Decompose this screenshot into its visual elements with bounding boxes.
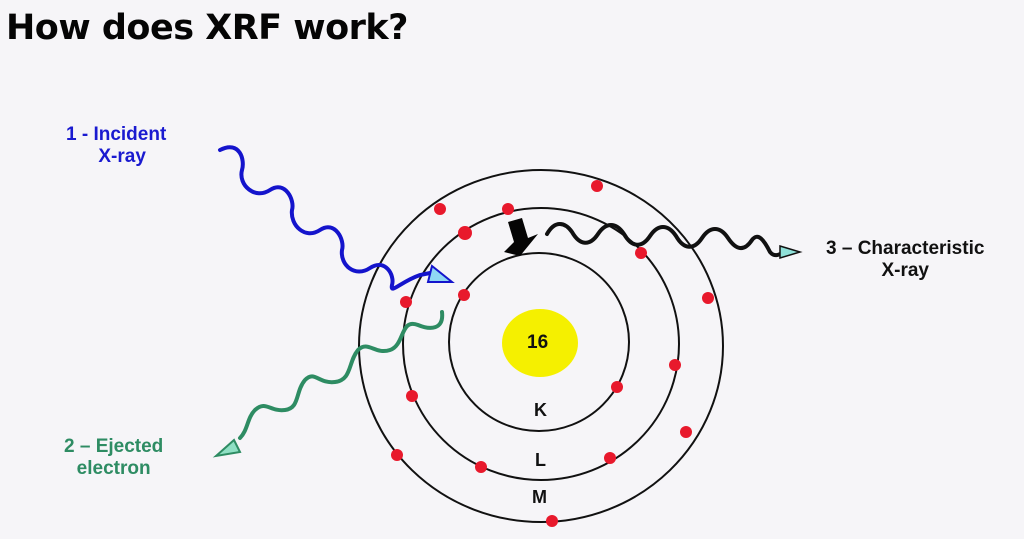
k-shell [448,252,630,432]
shell-label-m: M [532,487,547,507]
down-arrow-icon [504,218,538,256]
nucleus [502,309,578,377]
characteristic-xray-wave [545,222,786,258]
ejected-label-line1: 2 – Ejected [64,436,164,457]
characteristic-label-line2: X-ray [881,260,929,281]
ejected-electron-label: 2 – Ejected electron [64,436,163,480]
nucleus-label: 16 [527,332,549,353]
incident-label-line2: X-ray [98,146,146,167]
ejected-arrowhead-icon [212,438,242,458]
incident-label-line1: 1 - Incident [66,124,167,145]
m-shell [358,169,724,523]
electrons [391,180,714,527]
page-title: How does XRF work? [6,8,408,48]
l-shell [402,207,680,481]
ejected-electron-wave [238,310,445,440]
incident-xray-wave [218,145,437,291]
incident-xray-label: 1 - Incident X-ray [66,124,166,168]
shell-label-k: K [534,400,547,420]
incident-arrowhead-icon [426,264,455,283]
characteristic-label-line1: 3 – Characteristic [826,238,985,259]
characteristic-xray-label: 3 – Characteristic X-ray [826,238,984,282]
characteristic-arrowhead-icon [779,244,803,260]
ejected-label-line2: electron [76,458,151,479]
shell-label-l: L [535,450,546,470]
